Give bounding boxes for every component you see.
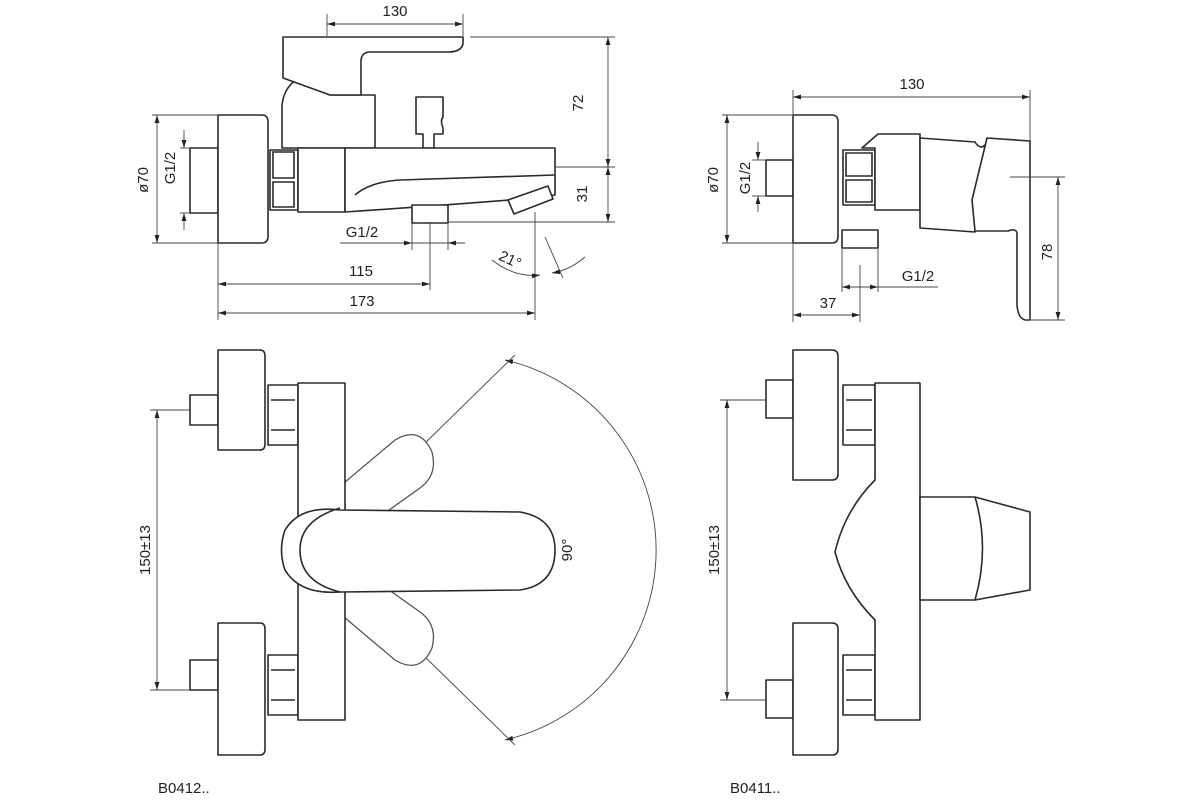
dim-spout-31: 31 xyxy=(574,186,591,203)
dim-outlet-115: 115 xyxy=(349,263,373,280)
dim-outlet-37: 37 xyxy=(820,295,837,312)
dim-top-130: 130 xyxy=(382,3,407,20)
dim-diameter: ø70 xyxy=(705,167,722,193)
dim-total-173: 173 xyxy=(349,293,374,310)
diverter-knob xyxy=(415,96,444,149)
lever-handle xyxy=(919,496,1031,601)
rosette-upper xyxy=(217,349,266,451)
caption-shower-mixer: B0411.. xyxy=(730,780,781,797)
mixer-body xyxy=(834,382,921,721)
inlet-pipes xyxy=(765,379,794,719)
lever-base-contour xyxy=(299,507,341,593)
dim-angle-21: 21° xyxy=(496,247,524,272)
shower-mixer-side-view: 130 ø70 G1/2 G1/2 37 78 xyxy=(705,76,1065,322)
inlet-pipes xyxy=(189,394,219,691)
dim-inlet-thread: G1/2 xyxy=(737,162,754,195)
rosette-upper xyxy=(792,349,839,481)
hex-nuts xyxy=(267,384,299,716)
dim-lever-78: 78 xyxy=(1039,244,1056,261)
dim-diameter: ø70 xyxy=(135,167,152,193)
lever-handle xyxy=(280,508,556,594)
spout-contour xyxy=(354,174,556,196)
dim-rotation-90: 90° xyxy=(559,539,576,562)
dimension-lines xyxy=(722,90,1065,322)
dim-outlet-thread: G1/2 xyxy=(902,268,935,285)
dim-outlet-thread: G1/2 xyxy=(346,224,379,241)
wall-rosette xyxy=(792,114,839,244)
lever-handle xyxy=(971,137,1031,321)
bath-mixer-front-view: 150±13 90° xyxy=(137,349,657,756)
dimension-lines xyxy=(152,14,615,320)
dim-centers: 150±13 xyxy=(137,525,154,575)
inlet-pipe xyxy=(189,147,219,214)
mixer-body xyxy=(297,147,346,213)
dim-centers: 150±13 xyxy=(706,525,723,575)
hex-nut xyxy=(842,149,876,206)
dim-top-130: 130 xyxy=(899,76,924,93)
caption-bath-mixer: B0412.. xyxy=(158,780,210,797)
rotation-arc xyxy=(504,359,657,741)
lever-contour xyxy=(974,496,984,601)
dim-height-72: 72 xyxy=(570,95,587,112)
shower-outlet-connection xyxy=(841,229,879,249)
hex-nut xyxy=(269,149,299,211)
wall-rosette xyxy=(217,114,269,244)
inlet-pipe xyxy=(765,159,794,197)
spout-outlet xyxy=(507,185,554,215)
shower-mixer-front-view: 150±13 xyxy=(706,349,1031,756)
lever-handle xyxy=(282,36,464,96)
rosette-lower xyxy=(217,622,266,756)
bath-mixer-side-view: 130 72 31 ø70 G1/2 G1/2 115 173 21° xyxy=(135,3,615,320)
dim-inlet-thread: G1/2 xyxy=(162,152,179,185)
bath-outlet-connection xyxy=(411,204,449,224)
rosette-lower xyxy=(792,622,839,756)
